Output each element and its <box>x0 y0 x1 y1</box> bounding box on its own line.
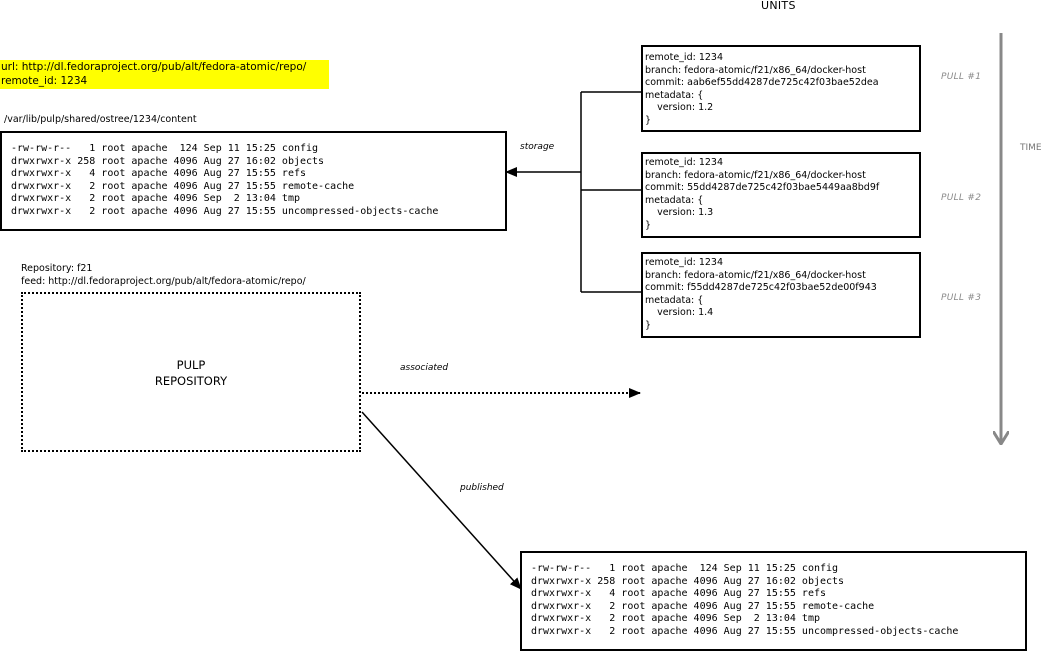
unit-field: } <box>645 219 652 231</box>
time-label: TIME <box>1020 143 1042 153</box>
source-url: url: http://dl.fedoraproject.org/pub/alt… <box>1 61 307 73</box>
unit-field: metadata: { <box>645 89 704 101</box>
unit-field: branch: fedora-atomic/f21/x86_64/docker-… <box>645 169 866 181</box>
pull-label-1: PULL #1 <box>941 72 982 82</box>
listing-line: drwxrwxr-x 2 root apache 4096 Aug 27 15:… <box>531 625 959 637</box>
unit-field: remote_id: 1234 <box>645 157 723 168</box>
storage-listing: -rw-rw-r-- 1 root apache 124 Sep 11 15:2… <box>11 143 438 219</box>
pulp-repository-box: PULP REPOSITORY <box>21 292 361 452</box>
published-listing-box: -rw-rw-r-- 1 root apache 124 Sep 11 15:2… <box>520 551 1027 651</box>
unit-field: metadata: { <box>645 194 704 206</box>
storage-listing-box: -rw-rw-r-- 1 root apache 124 Sep 11 15:2… <box>0 131 507 231</box>
published-label: published <box>460 483 504 493</box>
repository-feed: feed: http://dl.fedoraproject.org/pub/al… <box>21 276 306 287</box>
source-info: url: http://dl.fedoraproject.org/pub/alt… <box>0 60 329 89</box>
unit-field: version: 1.3 <box>645 207 714 218</box>
repository-name: Repository: f21 <box>21 263 93 274</box>
pull-label-2: PULL #2 <box>941 193 982 203</box>
listing-line: drwxrwxr-x 258 root apache 4096 Aug 27 1… <box>11 155 325 167</box>
pull-label-3: PULL #3 <box>941 293 982 303</box>
unit-field: commit: aab6ef55dd4287de725c42f03bae52de… <box>645 77 879 88</box>
listing-line: drwxrwxr-x 4 root apache 4096 Aug 27 15:… <box>531 588 827 600</box>
unit-field: version: 1.2 <box>645 102 714 113</box>
listing-line: drwxrwxr-x 2 root apache 4096 Aug 27 15:… <box>531 600 875 612</box>
listing-line: -rw-rw-r-- 1 root apache 124 Sep 11 15:2… <box>531 563 839 574</box>
storage-label: storage <box>520 142 555 152</box>
unit-field: commit: f55dd4287de725c42f03bae52de00f94… <box>645 282 877 293</box>
published-arrow <box>361 411 522 590</box>
listing-line: drwxrwxr-x 2 root apache 4096 Aug 27 15:… <box>11 180 355 192</box>
associated-label: associated <box>400 363 449 373</box>
unit-field: version: 1.4 <box>645 307 714 318</box>
listing-line: -rw-rw-r-- 1 root apache 124 Sep 11 15:2… <box>11 143 319 154</box>
unit-field: branch: fedora-atomic/f21/x86_64/docker-… <box>645 269 866 281</box>
repository-title-line2: REPOSITORY <box>154 374 228 388</box>
repository-title-line1: PULP <box>176 358 206 372</box>
listing-line: drwxrwxr-x 4 root apache 4096 Aug 27 15:… <box>11 168 307 180</box>
unit-field: branch: fedora-atomic/f21/x86_64/docker-… <box>645 64 866 76</box>
unit-field: remote_id: 1234 <box>645 257 723 268</box>
unit-field: } <box>645 319 652 331</box>
unit-field: } <box>645 114 652 126</box>
listing-line: drwxrwxr-x 2 root apache 4096 Sep 2 13:0… <box>11 193 300 205</box>
storage-path: /var/lib/pulp/shared/ostree/1234/content <box>4 114 197 125</box>
listing-line: drwxrwxr-x 258 root apache 4096 Aug 27 1… <box>531 575 845 587</box>
unit-field: commit: 55dd4287de725c42f03bae5449aa8bd9… <box>645 182 880 193</box>
unit-field: metadata: { <box>645 294 704 306</box>
listing-line: drwxrwxr-x 2 root apache 4096 Aug 27 15:… <box>11 205 439 217</box>
unit-field: remote_id: 1234 <box>645 52 723 63</box>
source-remote-id: remote_id: 1234 <box>1 75 88 87</box>
published-listing: -rw-rw-r-- 1 root apache 124 Sep 11 15:2… <box>531 563 958 639</box>
listing-line: drwxrwxr-x 2 root apache 4096 Sep 2 13:0… <box>531 613 820 625</box>
units-heading: UNITS <box>761 0 796 12</box>
